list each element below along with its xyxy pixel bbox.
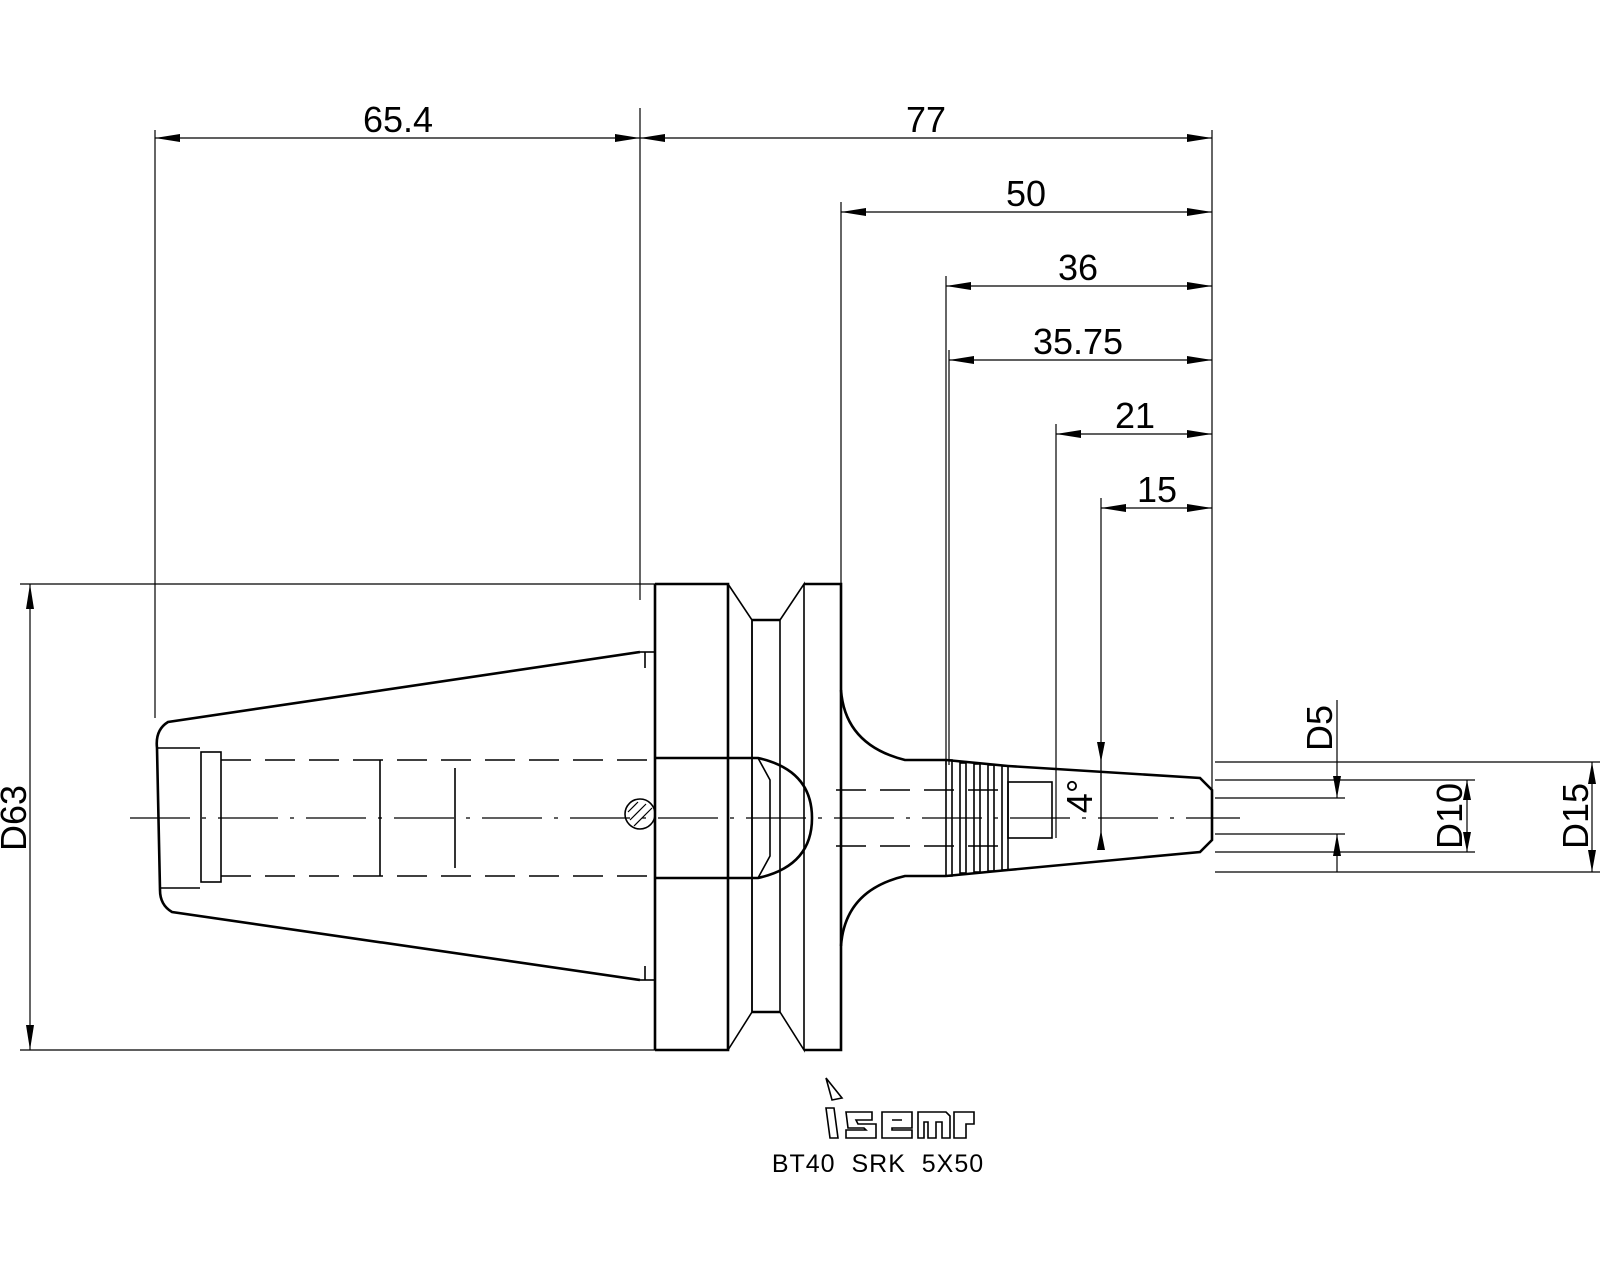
dim-d63-label: D63 (0, 785, 34, 851)
dim-15-label: 15 (1137, 469, 1177, 510)
iscar-logo (825, 1077, 975, 1139)
taper-angle-callout: 4° (1059, 742, 1105, 850)
hidden-lines (130, 759, 1240, 877)
dim-36-label: 36 (1058, 247, 1098, 288)
cross-pin (624, 798, 656, 830)
flange-diameter-dimension: D63 (0, 583, 655, 1051)
dim-35-75-label: 35.75 (1033, 321, 1123, 362)
tool-body (155, 581, 1214, 1053)
dim-d5-label: D5 (1299, 705, 1340, 751)
angle-4-label: 4° (1059, 779, 1100, 813)
nose-diameter-dimensions: D5 D10 D15 (1215, 700, 1600, 873)
neck-fillet (839, 689, 946, 762)
dim-d15-label: D15 (1555, 783, 1596, 849)
dim-50-label: 50 (1006, 173, 1046, 214)
bt-taper (155, 650, 641, 982)
nose-taper (1007, 764, 1214, 872)
dim-21-label: 21 (1115, 395, 1155, 436)
top-dimensions: 65.4 77 50 36 35.75 21 15 (154, 99, 1213, 838)
flange-bore (655, 756, 814, 880)
retention-slot (200, 751, 222, 883)
model-label: BT40 SRK 5X50 (772, 1150, 984, 1178)
dim-77-label: 77 (906, 99, 946, 140)
dim-d10-label: D10 (1429, 783, 1470, 849)
flange (653, 581, 843, 1053)
dim-65-4-label: 65.4 (363, 99, 433, 140)
